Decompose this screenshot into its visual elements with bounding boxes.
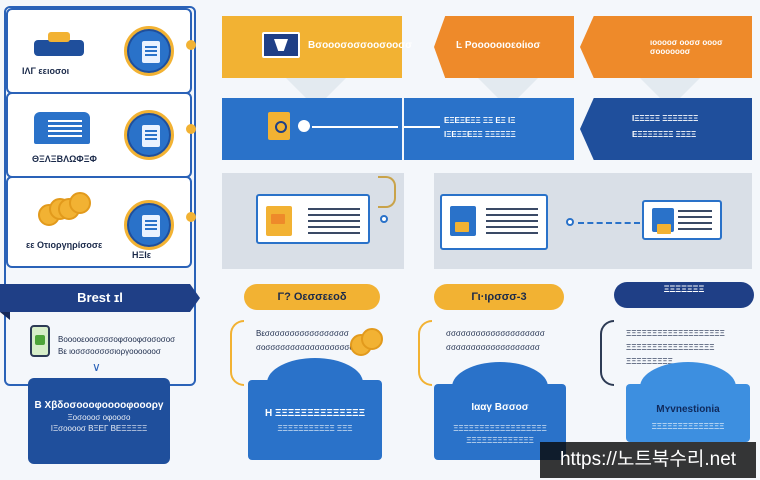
stage-pill-2: Γι·ιρσσσ-3 — [434, 284, 564, 310]
key-icon — [298, 120, 310, 132]
left-card-label: ΘΞΛΞΒΛΩΦΞΦ — [32, 154, 97, 164]
document-icon — [124, 26, 174, 76]
stage-pill-3: ΞΞΞΞΞΞΞ — [614, 282, 754, 308]
document-icon — [450, 206, 476, 236]
left-card-label: εε Οτιοργηρίσοσε — [26, 240, 103, 250]
card-title: Η ΞΞΞΞΞΞΞΞΞΞΞΞΞΞ — [264, 408, 366, 419]
text-lines — [486, 208, 538, 236]
toolbox-icon — [34, 40, 84, 56]
banner-text: Ŀ Ροοοοοιοεοίιοσ — [456, 40, 541, 51]
coins-icon — [350, 328, 383, 356]
document-icon — [124, 200, 174, 250]
server-lines — [48, 120, 82, 138]
banner-row2-left — [222, 98, 402, 160]
bullet-text: ΞΞΞΞΞΞΞΞΞΞΞΞΞΞΞΞΞ — [626, 343, 715, 352]
bullet-text: σσσσσσσσσσσσσσσσσσσ — [446, 343, 540, 352]
bullet-text: ΞΞΞΞΞΞΞΞΞΞΞΞΞΞΞΞΞΞΞ — [626, 329, 725, 338]
folder-icon — [268, 112, 290, 140]
connector-line — [404, 126, 440, 128]
banner-text: ΙΞΕΞΞΕΞΞ ΞΞΞΞΞΞ — [444, 130, 516, 139]
bullet-text: ΞΞΞΞΞΞΞΞΞ — [626, 357, 673, 366]
result-card-3[interactable]: Mʏvnestionia ΞΞΞΞΞΞΞΞΞΞΞΞΞΞ — [626, 362, 750, 442]
connector-dot — [186, 212, 196, 222]
primary-action-button[interactable]: Β Χβδοσοοοφοοοοφοοοργ Ξοσοοοσ οφοοσο ΙΞσ… — [28, 378, 170, 464]
card-title: Ιααγ Βσσοσ — [471, 402, 529, 413]
button-subtitle: Ξοσοοοσ οφοοσο — [67, 413, 131, 422]
banner-text: ΕΞΞΞΞΞΞΞ ΞΞΞΞ — [632, 130, 697, 139]
text-lines — [678, 210, 712, 230]
result-card-1[interactable]: Η ΞΞΞΞΞΞΞΞΞΞΞΞΞΞ ΞΞΞΞΞΞΞΞΞΞΞ ΞΞΞ — [248, 358, 382, 460]
card-subtitle: ΞΞΞΞΞΞΞΞΞΞΞΞΞΞΞΞΞΞ — [453, 424, 547, 433]
cable-icon — [378, 176, 396, 208]
band-gap — [404, 173, 434, 269]
left-bullet: Βε ιοσσσοσσσσιοργοοοοοοσ — [58, 347, 161, 356]
card-subtitle: ΞΞΞΞΞΞΞΞΞΞΞΞΞΞ — [651, 422, 725, 431]
ribbon-fold — [0, 312, 10, 320]
document-icon — [124, 110, 174, 160]
banner-row1-left: Βσοοοσοσσοοσοοσσ — [222, 16, 412, 78]
coins-icon — [58, 192, 91, 220]
text-lines — [308, 208, 360, 236]
connector-dot — [186, 124, 196, 134]
bracket-line — [600, 320, 614, 386]
left-bullet: Βοοοοεοοσσσσοφσοοφσοσοσοσ — [58, 335, 176, 344]
card-cap — [267, 358, 363, 408]
card-title: Mʏvnestionia — [656, 404, 720, 415]
bullet-text: σοσσσσσσσσσσσσσσσσσσ — [256, 343, 355, 352]
connector-dot — [186, 40, 196, 50]
banner-text: ΕΞΕΞΕΞΞ ΞΞ ΕΞ ΙΞ — [444, 116, 516, 125]
card-subtitle: ΞΞΞΞΞΞΞΞΞΞΞΞΞ — [466, 436, 534, 445]
banner-row2-mid: ΕΞΕΞΕΞΞ ΞΞ ΕΞ ΙΞ ΙΞΕΞΞΕΞΞ ΞΞΞΞΞΞ — [404, 98, 574, 160]
bullet-text: Βεσσσσσσσσσσσσσσσσσ — [256, 329, 349, 338]
left-card-3: εε Οτιοργηρίσοσε ΗΞΙε — [6, 176, 196, 268]
card-cap — [452, 362, 548, 412]
banner-row2-right: ΙΞΞΞΞΞ ΞΞΞΞΞΞΞ ΕΞΞΞΞΞΞΞ ΞΞΞΞ — [580, 98, 752, 160]
document-icon — [652, 208, 674, 234]
button-subtitle: ΙΞσοοοοσ ΒΞΕΓ ΒΕΞΞΞΞΞ — [50, 424, 148, 433]
section-ribbon: Brest ɪl — [0, 284, 200, 312]
document-icon — [266, 206, 292, 236]
process-card-3 — [642, 200, 722, 240]
banner-row1-right: ιοοοοσ οοσσ οοοσ σοοοοοοσ — [580, 16, 752, 78]
card-subtitle: ΞΞΞΞΞΞΞΞΞΞΞ ΞΞΞ — [277, 424, 353, 433]
bullet-text: σσσσσσσσσσσσσσσσσσσσ — [446, 329, 545, 338]
banner-text: Βσοοοσοσσοοσοοσσ — [308, 40, 412, 51]
banner-text: ιοοοοσ οοσσ οοοσ σοοοοοοσ — [650, 38, 723, 56]
monitor-icon — [262, 32, 300, 58]
left-card-label: IΛΓ εειοσοι — [22, 66, 70, 76]
chevron-down-icon: ∨ — [92, 360, 101, 374]
phone-icon — [30, 325, 50, 357]
toolbox-handle — [48, 32, 70, 42]
process-card-2 — [440, 194, 548, 250]
process-card-1 — [256, 194, 370, 244]
circle-label: ΗΞΙε — [132, 250, 152, 260]
connector-dot — [566, 218, 574, 226]
card-cap — [640, 362, 736, 412]
left-card-1: IΛΓ εειοσοι — [6, 8, 196, 94]
watermark-url: https://노트북수리.net — [540, 442, 756, 478]
banner-row1-mid: Ŀ Ροοοοοιοεοίιοσ — [434, 16, 574, 78]
left-card-2: ΘΞΛΞΒΛΩΦΞΦ — [6, 92, 196, 178]
connector-line — [312, 126, 398, 128]
button-title: Β Χβδοσοοοφοοοοφοοοργ — [34, 400, 164, 411]
connector-dot — [380, 215, 388, 223]
stage-pill-1: Γ? Οεσσεεοδ — [244, 284, 380, 310]
bracket-line — [230, 320, 244, 386]
banner-text: ΙΞΞΞΞΞ ΞΞΞΞΞΞΞ — [632, 114, 699, 123]
bracket-line — [418, 320, 432, 386]
result-card-2[interactable]: Ιααγ Βσσοσ ΞΞΞΞΞΞΞΞΞΞΞΞΞΞΞΞΞΞ ΞΞΞΞΞΞΞΞΞΞ… — [434, 362, 566, 460]
dashed-connector — [578, 222, 640, 224]
